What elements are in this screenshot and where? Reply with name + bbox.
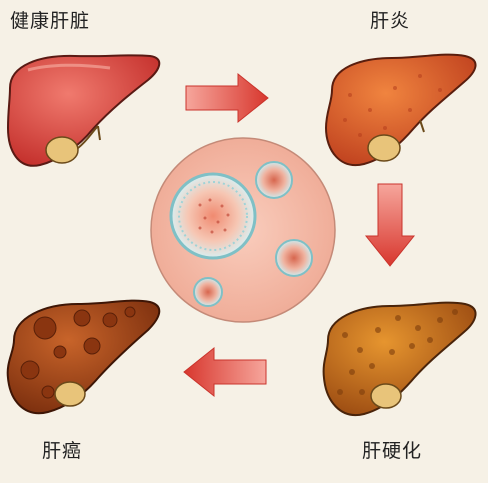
arrow-down-icon <box>366 184 414 266</box>
hepatitis-liver-illustration <box>326 55 476 165</box>
gallbladder-icon <box>371 384 401 408</box>
label-liver-cancer: 肝癌 <box>42 436 82 463</box>
label-hepatitis: 肝炎 <box>370 6 410 33</box>
healthy-liver-illustration <box>8 55 159 165</box>
cancer-liver-illustration <box>8 301 160 414</box>
label-healthy-liver: 健康肝脏 <box>10 6 90 33</box>
cell-microscope-view <box>151 138 335 322</box>
label-cirrhosis: 肝硬化 <box>362 436 422 463</box>
arrow-right-icon <box>186 74 268 122</box>
gallbladder-icon <box>368 135 400 161</box>
large-cell-icon <box>171 174 255 258</box>
cirrhosis-liver-illustration <box>324 303 476 415</box>
arrow-left-icon <box>184 348 266 396</box>
gallbladder-icon <box>55 382 85 406</box>
gallbladder-icon <box>46 137 78 163</box>
